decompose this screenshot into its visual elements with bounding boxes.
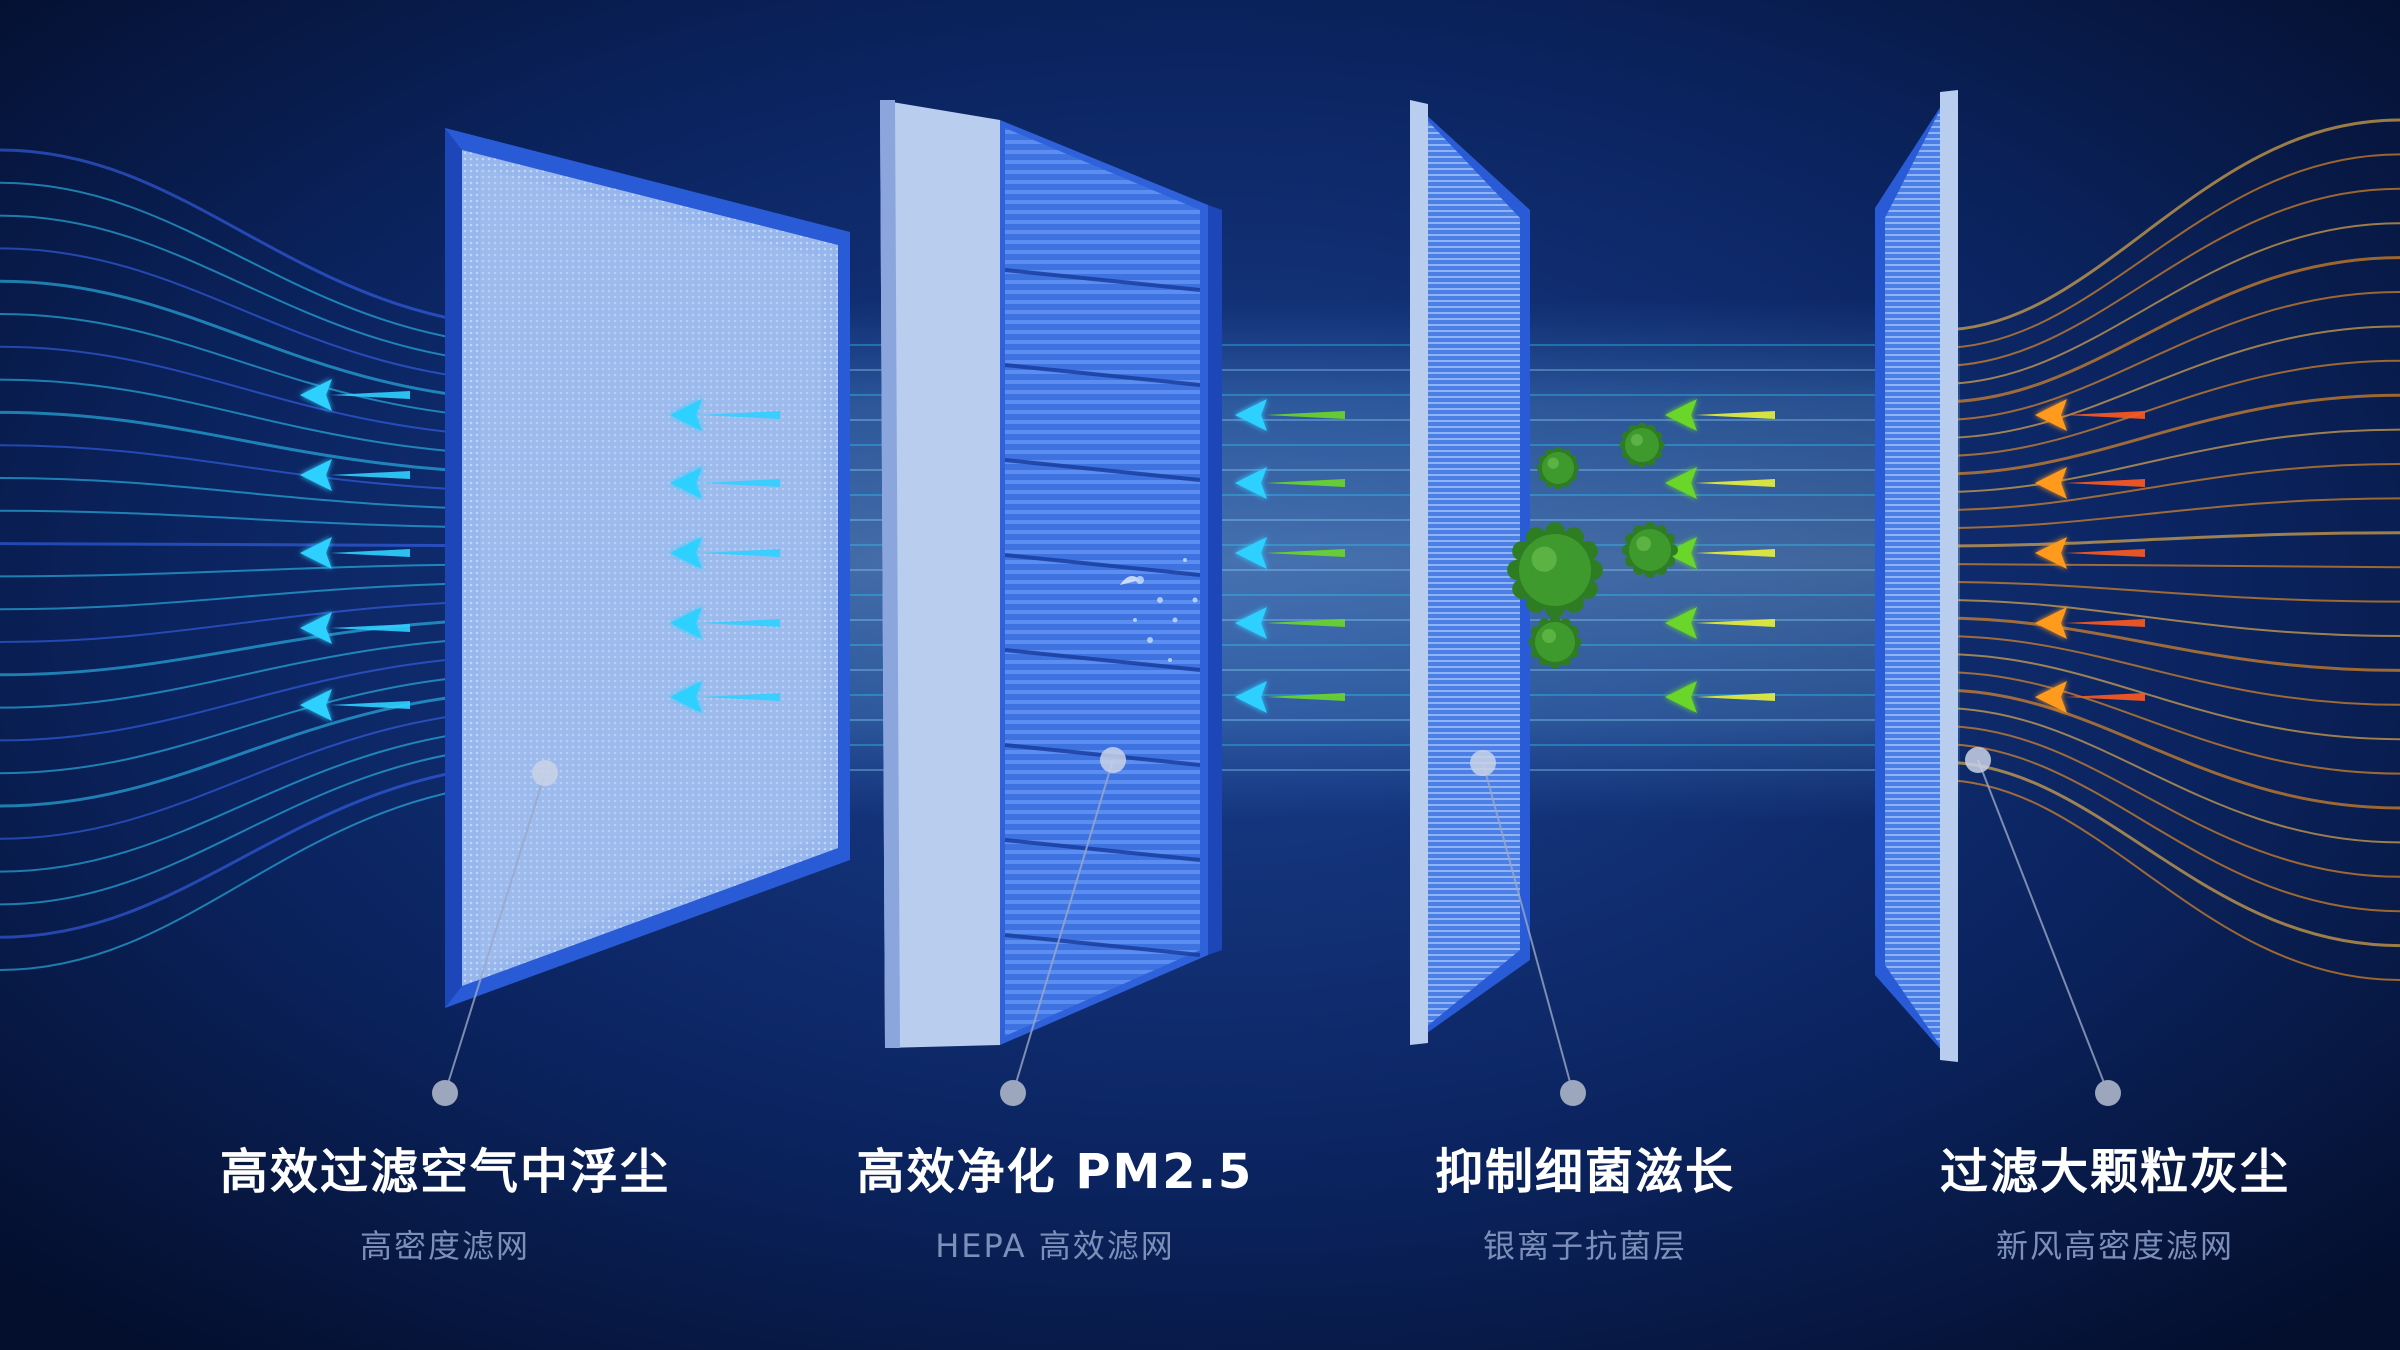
left-arrow-icon — [670, 537, 780, 569]
left-arrow-icon — [1235, 399, 1345, 431]
caption-layer-2: 高效净化 PM2.5 HEPA 高效滤网 — [755, 1140, 1355, 1266]
airflow-streak — [1939, 118, 2400, 332]
airflow-streak — [1939, 428, 2400, 493]
left-arrow-icon — [670, 607, 780, 639]
airflow-streak — [1939, 653, 2400, 741]
airflow-streak — [1939, 688, 2400, 810]
bacteria-icon — [1536, 446, 1580, 490]
left-arrow-icon — [300, 612, 410, 644]
airflow-streak — [1939, 463, 2400, 511]
caption-layer-1: 高效过滤空气中浮尘 高密度滤网 — [145, 1140, 745, 1266]
left-arrow-icon — [2035, 537, 2145, 569]
caption-subtitle: 银离子抗菌层 — [1482, 1227, 1687, 1265]
airflow-arrows — [300, 379, 2145, 721]
airflow-streak — [1939, 743, 2400, 913]
left-arrow-icon — [1235, 607, 1345, 639]
pleat-line — [1004, 838, 1201, 862]
pleat-line — [1004, 363, 1201, 387]
left-arrow-icon — [2035, 681, 2145, 713]
left-arrow-icon — [670, 681, 780, 713]
airflow-streak — [1939, 222, 2400, 385]
pm25-particles — [1120, 558, 1198, 662]
pleat-line — [1004, 458, 1201, 482]
airflow-streak — [1939, 635, 2400, 706]
airflow-streak — [1939, 779, 2400, 981]
left-arrow-icon — [300, 379, 410, 411]
caption-layer-3: 抑制细菌滋长 银离子抗菌层 — [1285, 1140, 1885, 1266]
left-arrow-icon — [670, 399, 780, 431]
bacteria-icon — [1619, 422, 1665, 468]
airflow-streak — [1939, 359, 2400, 457]
filter-silver-ion — [1410, 100, 1530, 1045]
pleat-line — [1004, 268, 1201, 292]
airflow-streak — [1939, 725, 2400, 878]
caption-layer-4: 过滤大颗粒灰尘 新风高密度滤网 — [1815, 1140, 2400, 1266]
caption-subtitle: 新风高密度滤网 — [1995, 1227, 2234, 1265]
airflow-streak — [1939, 581, 2400, 603]
hepa-pleat-lines — [1004, 268, 1201, 957]
bacteria-group — [1507, 422, 1678, 669]
left-arrow-icon — [1235, 537, 1345, 569]
caption-subtitle: 高密度滤网 — [359, 1227, 530, 1265]
bacteria-icon — [1622, 522, 1678, 578]
caption-subtitle: HEPA 高效滤网 — [935, 1227, 1175, 1265]
bacteria-icon — [1528, 615, 1582, 669]
airflow-streak — [1939, 256, 2400, 404]
airflow-streak — [1939, 563, 2400, 569]
pleat-line — [1004, 648, 1201, 672]
left-arrow-icon — [1235, 467, 1345, 499]
airflow-streak — [1939, 187, 2400, 367]
caption-title: 抑制细菌滋长 — [1434, 1144, 1735, 1200]
left-arrow-icon — [670, 467, 780, 499]
left-arrow-icon — [1665, 681, 1775, 713]
airflow-streak — [1939, 671, 2400, 775]
caption-title: 高效净化 PM2.5 — [856, 1144, 1254, 1200]
left-arrow-icon — [1665, 399, 1775, 431]
airflow-streak — [1939, 497, 2400, 529]
airflow-streak — [1939, 325, 2400, 439]
left-arrow-icon — [1665, 537, 1775, 569]
left-arrow-icon — [1665, 607, 1775, 639]
filter-fresh-air — [1875, 90, 1958, 1062]
airflow-streak — [1939, 291, 2400, 421]
left-arrow-icon — [300, 459, 410, 491]
filter-hepa — [880, 100, 1222, 1048]
left-arrow-icon — [300, 689, 410, 721]
left-arrow-icon — [300, 537, 410, 569]
airflow-right-streaks — [1939, 118, 2400, 981]
airflow-streak — [1939, 616, 2400, 672]
airflow-streak — [1939, 531, 2400, 548]
left-arrow-icon — [2035, 607, 2145, 639]
left-arrow-icon — [1235, 681, 1345, 713]
left-arrow-icon — [2035, 467, 2145, 499]
pleat-line — [1004, 553, 1201, 577]
bacteria-icon — [1507, 522, 1603, 618]
caption-title: 过滤大颗粒灰尘 — [1939, 1144, 2290, 1200]
airflow-streak — [1939, 599, 2400, 637]
airflow-streak — [1939, 760, 2400, 948]
left-arrow-icon — [1665, 467, 1775, 499]
pleat-line — [1004, 933, 1201, 957]
caption-title: 高效过滤空气中浮尘 — [219, 1144, 670, 1200]
airflow-streak — [1939, 153, 2400, 349]
left-arrow-icon — [2035, 399, 2145, 431]
leader-lines — [444, 759, 2109, 1094]
airflow-streak — [1939, 393, 2400, 476]
airflow-streak — [1939, 707, 2400, 844]
leader-dots — [432, 747, 2121, 1106]
filter-high-density-mesh — [445, 128, 850, 1008]
